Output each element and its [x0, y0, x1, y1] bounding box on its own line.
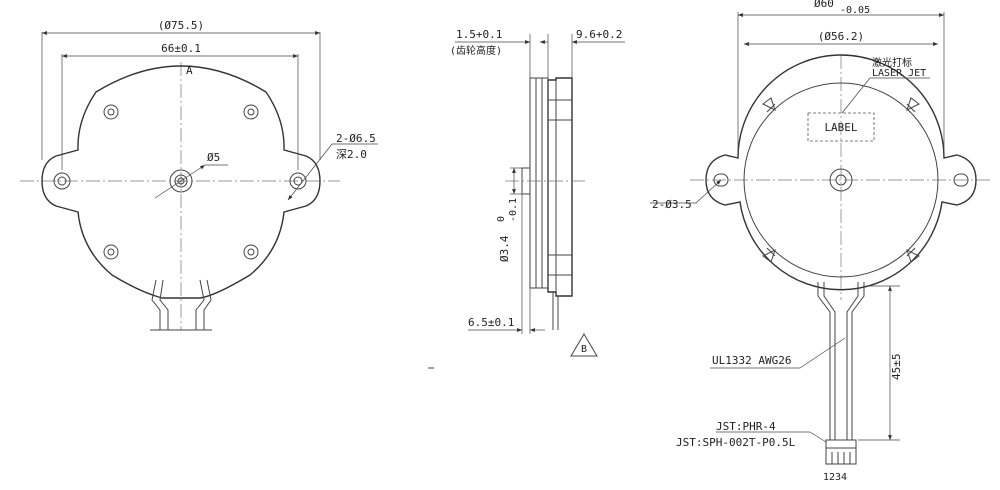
- mount-holes-dim: 2-Ø6.5: [336, 132, 376, 145]
- rear-inner-dia: (Ø56.2): [818, 30, 864, 43]
- rear-mount-holes: 2-Ø3.5: [652, 198, 692, 211]
- side-view: 1.5+0.1 (齿轮高度) 9.6+0.2 Ø3.4 0 -0.1 6.5±0…: [428, 28, 625, 369]
- wire-length: 45±5: [890, 354, 903, 381]
- rear-wires: [817, 282, 865, 440]
- mount-hole-right: [289, 172, 307, 190]
- connector: [825, 439, 857, 465]
- datum-b-triangle: [570, 333, 598, 357]
- label-box-text: LABEL: [824, 121, 857, 134]
- rear-view: LABEL 激光打标 LASER JET Ø60 -0.05 (Ø56.2) 2…: [650, 0, 990, 483]
- bore-dim: Ø3.4: [498, 235, 511, 262]
- front-body-outline: [41, 65, 321, 299]
- screw: [103, 104, 259, 260]
- front-view: (Ø75.5) 66±0.1 A Ø5 2-Ø6.5 深2.0: [20, 19, 378, 331]
- gear-height-dim: 1.5+0.1: [456, 28, 502, 41]
- mount-hole-left: [53, 172, 71, 190]
- side-right-dim: 9.6+0.2: [576, 28, 622, 41]
- rear-corner-marks: [762, 97, 920, 263]
- rear-outer-dia: Ø60: [814, 0, 834, 10]
- laser-label-en: LASER JET: [872, 68, 926, 79]
- label-box: [807, 112, 875, 142]
- rear-inner-circle: [743, 82, 939, 278]
- center-hole-dim: Ø5: [207, 151, 220, 164]
- bore-tol-upper: 0: [496, 216, 507, 222]
- front-hole-spacing: 66±0.1: [161, 42, 201, 55]
- mount-depth-dim: 深2.0: [336, 148, 367, 161]
- rear-outer-tol: -0.05: [840, 5, 870, 16]
- connector-pins: 1234: [823, 472, 847, 483]
- front-overall-diameter: (Ø75.5): [158, 19, 204, 32]
- connector-spec-1: JST:PHR-4: [716, 420, 776, 433]
- rear-body-outline: [705, 54, 977, 291]
- rear-ear-hole-right: [953, 173, 969, 187]
- connector-spec-2: JST:SPH-002T-P0.5L: [676, 436, 796, 449]
- center-hub: [169, 169, 193, 193]
- front-wires: [150, 279, 212, 331]
- side-body: [547, 77, 573, 297]
- rear-center-boss: [829, 168, 853, 192]
- side-gear: [529, 77, 549, 289]
- laser-label-cn: 激光打标: [872, 56, 912, 69]
- datum-a-label: A: [186, 64, 193, 77]
- gear-height-note: (齿轮高度): [450, 44, 502, 57]
- rear-ear-hole-left: [713, 173, 729, 187]
- datum-b-label: B: [581, 344, 587, 355]
- bore-tol-lower: -0.1: [508, 198, 519, 222]
- wire-spec: UL1332 AWG26: [712, 354, 791, 367]
- side-bottom-dim: 6.5±0.1: [468, 316, 514, 329]
